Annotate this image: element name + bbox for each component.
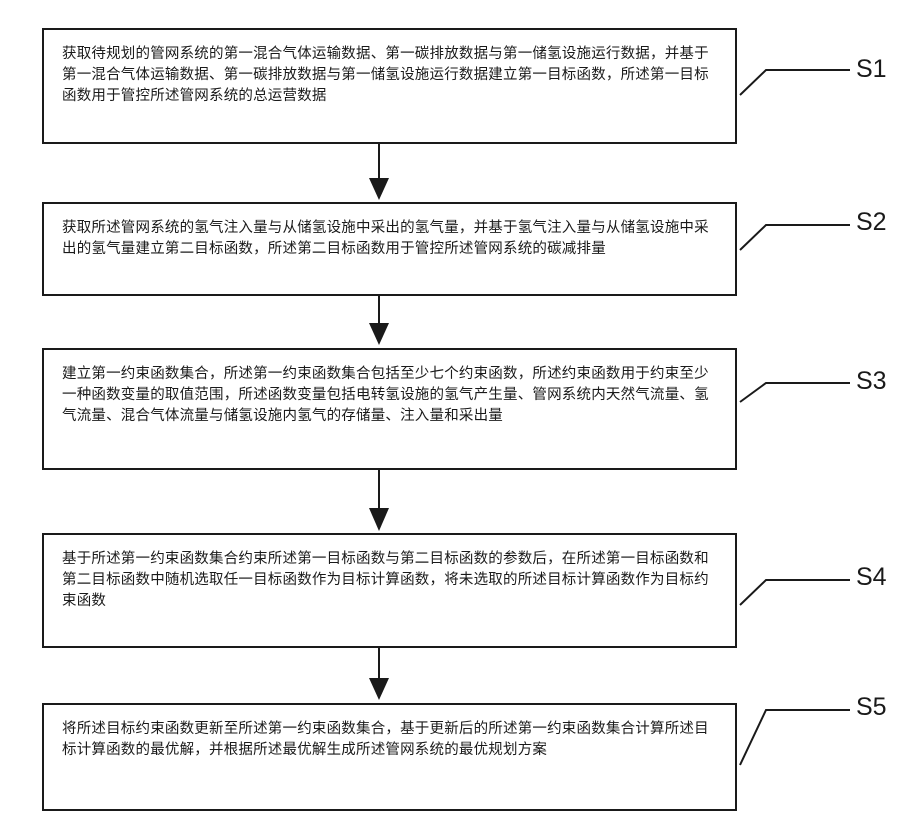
step-box-s1: 获取待规划的管网系统的第一混合气体运输数据、第一碳排放数据与第一储氢设施运行数据… — [42, 28, 737, 144]
arrow-s3-s4 — [369, 470, 389, 531]
step-box-s4: 基于所述第一约束函数集合约束所述第一目标函数与第二目标函数的参数后，在所述第一目… — [42, 533, 737, 648]
step-label-s5: S5 — [856, 693, 887, 722]
leader-line-s5 — [740, 710, 850, 765]
step-box-s2: 获取所述管网系统的氢气注入量与从储氢设施中采出的氢气量，并基于氢气注入量与从储氢… — [42, 202, 737, 296]
step-label-s4: S4 — [856, 563, 887, 592]
step-text-s5: 将所述目标约束函数更新至所述第一约束函数集合，基于更新后的所述第一约束函数集合计… — [62, 719, 721, 761]
step-box-s5: 将所述目标约束函数更新至所述第一约束函数集合，基于更新后的所述第一约束函数集合计… — [42, 703, 737, 811]
step-text-s3: 建立第一约束函数集合，所述第一约束函数集合包括至少七个约束函数，所述约束函数用于… — [62, 364, 721, 427]
step-box-s3: 建立第一约束函数集合，所述第一约束函数集合包括至少七个约束函数，所述约束函数用于… — [42, 348, 737, 470]
arrow-s4-s5 — [369, 648, 389, 700]
leader-line-s1 — [740, 70, 850, 95]
step-text-s1: 获取待规划的管网系统的第一混合气体运输数据、第一碳排放数据与第一储氢设施运行数据… — [62, 44, 721, 107]
leader-line-s4 — [740, 580, 850, 605]
arrow-s1-s2 — [369, 144, 389, 200]
leader-line-s3 — [740, 383, 850, 402]
arrow-s2-s3 — [369, 296, 389, 345]
step-label-s1: S1 — [856, 55, 887, 84]
step-text-s2: 获取所述管网系统的氢气注入量与从储氢设施中采出的氢气量，并基于氢气注入量与从储氢… — [62, 218, 721, 260]
step-text-s4: 基于所述第一约束函数集合约束所述第一目标函数与第二目标函数的参数后，在所述第一目… — [62, 549, 721, 612]
step-label-s3: S3 — [856, 367, 887, 396]
step-label-s2: S2 — [856, 208, 887, 237]
leader-line-s2 — [740, 225, 850, 250]
